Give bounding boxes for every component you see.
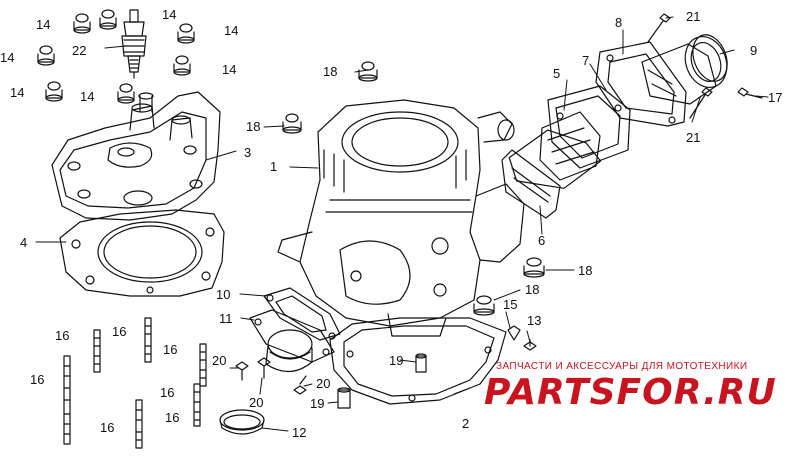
nuts: [37, 9, 545, 316]
callout-13: 13: [527, 313, 542, 328]
leader-lines: [35, 16, 769, 432]
callout-19-a: 19: [389, 353, 404, 368]
callout-6: 6: [538, 233, 546, 248]
callout-20-c: 20: [316, 376, 331, 391]
studs: [63, 317, 207, 449]
spark-plug: [121, 9, 147, 79]
watermark-logo: PARTSFOR.RU: [484, 372, 777, 413]
callout-1: 1: [270, 159, 278, 174]
head-gasket: [59, 209, 225, 297]
callout-15: 15: [503, 297, 518, 312]
callout-17: 17: [768, 90, 783, 105]
reed-valve-assembly: [501, 85, 631, 219]
callout-18-d: 18: [525, 282, 540, 297]
manifold-bolts: [647, 13, 763, 119]
callout-18-a: 18: [323, 64, 338, 79]
callout-16-a: 16: [55, 328, 70, 343]
callout-4: 4: [20, 235, 28, 250]
callout-16-f: 16: [165, 410, 180, 425]
callout-14-a: 14: [36, 17, 51, 32]
callout-16-d: 16: [30, 372, 45, 387]
cylinder: [277, 99, 525, 337]
callout-14-e: 14: [222, 62, 237, 77]
callout-9: 9: [750, 43, 758, 58]
callout-14-d: 14: [0, 50, 15, 65]
callout-19-b: 19: [310, 396, 325, 411]
watermark-tagline: ЗАПЧАСТИ И АКСЕССУАРЫ ДЛЯ МОТОТЕХНИКИ: [496, 361, 748, 372]
callout-21-a: 21: [686, 9, 701, 24]
callout-11: 11: [219, 311, 233, 326]
callout-12: 12: [292, 425, 307, 440]
callout-16-e: 16: [160, 385, 175, 400]
small-fasteners: [235, 325, 537, 409]
callout-20-a: 20: [212, 353, 227, 368]
callout-2: 2: [462, 416, 470, 431]
callout-10: 10: [216, 287, 231, 302]
callout-16-c: 16: [163, 342, 178, 357]
callout-14-g: 14: [80, 89, 95, 104]
base-gasket: [329, 317, 507, 405]
callout-14-f: 14: [10, 85, 25, 100]
callout-18-b: 18: [246, 119, 261, 134]
exhaust-gasket: [263, 287, 341, 341]
callout-22: 22: [72, 43, 87, 58]
callout-16-g: 16: [100, 420, 115, 435]
callout-5: 5: [553, 66, 561, 81]
exhaust-ring: [219, 409, 265, 435]
callout-14-c: 14: [224, 23, 239, 38]
callout-16-b: 16: [112, 324, 127, 339]
callout-8: 8: [615, 15, 623, 30]
callout-3: 3: [244, 145, 252, 160]
cylinder-head: [51, 91, 221, 221]
callout-14-b: 14: [162, 7, 177, 22]
callout-20-b: 20: [249, 395, 264, 410]
intake-gasket: [595, 41, 687, 127]
callout-21-b: 21: [686, 130, 701, 145]
callout-18-c: 18: [578, 263, 593, 278]
callout-7: 7: [582, 53, 590, 68]
